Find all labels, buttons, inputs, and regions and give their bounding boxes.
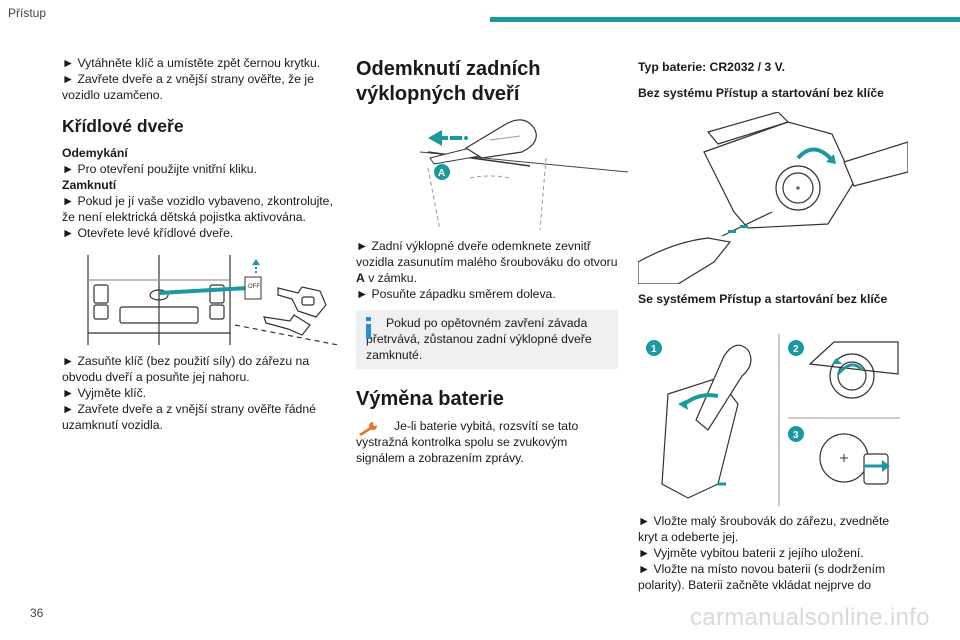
- info-text: Pokud po opětovném zavření závada přetrv…: [366, 316, 592, 362]
- column-left: ► Vytáhněte klíč a umístěte zpět černou …: [62, 55, 337, 241]
- column-right-bottom: ► Vložte malý šroubovák do zářezu, zvedn…: [638, 513, 908, 593]
- key-battery-illustration: [638, 112, 908, 284]
- column-left-bottom: ► Zasuňte klíč (bez použití síly) do zář…: [62, 353, 337, 433]
- step-label-3: 3: [793, 430, 799, 441]
- tailgate-screwdriver-illustration: A: [419, 119, 628, 230]
- subheading-without-system: Bez systému Přístup a startování bez klí…: [638, 86, 884, 100]
- intro-step: ► Vytáhněte klíč a umístěte zpět černou …: [62, 56, 321, 70]
- lock-step: ► Pokud je jí vaše vozidlo vybaveno, zko…: [62, 194, 333, 224]
- header-accent-bar: [490, 17, 960, 22]
- step-label-2: 2: [793, 344, 799, 355]
- tailgate-step-2: ► Posuňte západku směrem doleva.: [356, 287, 556, 301]
- info-box: Pokud po opětovném zavření závada přetrv…: [356, 310, 618, 369]
- page-number: 36: [30, 606, 44, 620]
- lock-label: Zamknutí: [62, 178, 117, 192]
- unlock-step: ► Pro otevření použijte vnitřní kliku.: [62, 162, 257, 176]
- battery-type: Typ baterie: CR2032 / 3 V.: [638, 60, 785, 74]
- keyless-battery-illustration: 1 2 3: [646, 334, 900, 506]
- warning-block: Je-li baterie vybitá, rozsvítí se tato v…: [356, 418, 618, 466]
- callout-a: A: [438, 168, 445, 179]
- wrench-warning-icon: [356, 420, 382, 438]
- off-label: OFF: [248, 284, 260, 290]
- watermark: carmanualsonline.info: [690, 604, 930, 631]
- heading-tailgate-unlock: Odemknutí zadních výklopných dveří: [356, 58, 541, 105]
- section-title: Přístup: [8, 6, 47, 20]
- wing-door-step: ► Zasuňte klíč (bez použití síly) do zář…: [62, 354, 310, 384]
- intro-step: ► Zavřete dveře a z vnější strany ověřte…: [62, 72, 314, 102]
- battery-step: ► Vložte malý šroubovák do zářezu, zvedn…: [638, 514, 890, 544]
- tailgate-step-1-text-end: v zámku.: [364, 271, 417, 285]
- heading-battery-replacement: Výměna baterie: [356, 388, 504, 410]
- column-right: Typ baterie: CR2032 / 3 V. Bez systému P…: [638, 59, 908, 101]
- wing-door-step: ► Vyjměte klíč.: [62, 386, 147, 400]
- battery-step: ► Vložte na místo novou baterii (s dodrž…: [638, 562, 886, 592]
- warning-text: Je-li baterie vybitá, rozsvítí se tato v…: [356, 419, 579, 465]
- lock-step: ► Otevřete levé křídlové dveře.: [62, 226, 234, 240]
- tailgate-step-1-text: ► Zadní výklopné dveře odemknete zevnitř…: [356, 239, 618, 269]
- van-rear-doors-illustration: OFF: [87, 255, 338, 345]
- tailgate-step-1: ► Zadní výklopné dveře odemknete zevnitř…: [356, 238, 618, 286]
- column-middle-body: ► Zadní výklopné dveře odemknete zevnitř…: [356, 238, 618, 466]
- column-right-mid: Se systémem Přístup a startování bez klí…: [638, 291, 908, 307]
- battery-step: ► Vyjměte vybitou baterii z jejího ulože…: [638, 546, 864, 560]
- subheading-with-system: Se systémem Přístup a startování bez klí…: [638, 292, 888, 306]
- tailgate-step-1-ref: A: [356, 271, 365, 285]
- column-middle: Odemknutí zadních výklopných dveří: [356, 57, 618, 107]
- info-icon: [366, 317, 371, 339]
- step-label-1: 1: [651, 344, 657, 355]
- wing-door-step: ► Zavřete dveře a z vnější strany ověřte…: [62, 402, 316, 432]
- heading-wing-doors: Křídlové dveře: [62, 116, 184, 136]
- unlock-label: Odemykání: [62, 146, 128, 160]
